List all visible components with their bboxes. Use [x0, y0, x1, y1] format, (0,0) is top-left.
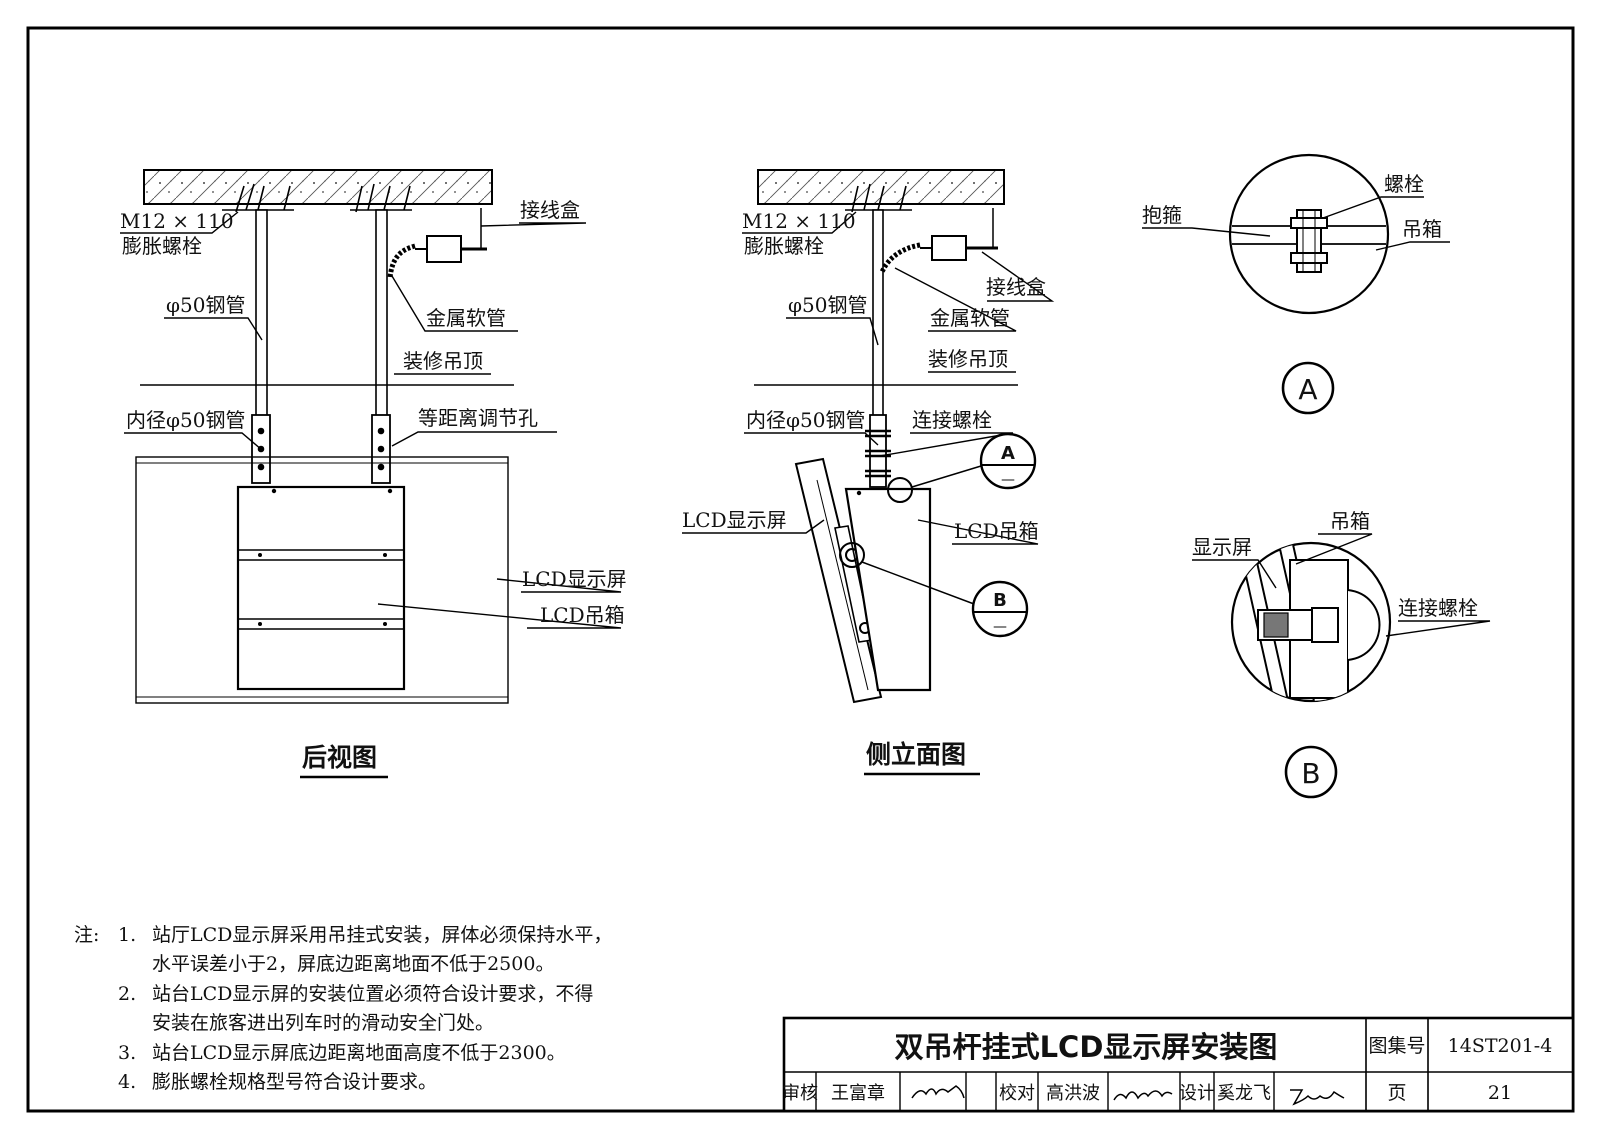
label-bolt-spec-side: M12 × 110	[742, 209, 856, 233]
callout-a: A —	[911, 432, 1037, 490]
junction-box-side	[920, 208, 998, 261]
callout-b-sub: —	[993, 619, 1007, 635]
check-label: 校对	[999, 1083, 1035, 1104]
callout-b: B —	[861, 561, 1029, 638]
callout-a-letter: A	[1001, 443, 1015, 464]
label-lcd-screen-side: LCD显示屏	[682, 508, 787, 532]
label-connect-bolt-side: 连接螺栓	[912, 408, 992, 432]
page-number: 21	[1488, 1082, 1512, 1104]
note-1-num: 1.	[118, 924, 136, 946]
label-junction-box-side: 接线盒	[986, 275, 1046, 299]
detail-a: 螺栓 抱箍 吊箱 A	[1142, 153, 1450, 415]
label-detail-a-bolt: 螺栓	[1384, 172, 1424, 196]
page-label: 页	[1387, 1082, 1406, 1104]
review-signature	[911, 1085, 965, 1099]
title-block: 双吊杆挂式LCD显示屏安装图 图集号 14ST201-4 页 21 审核 王富章…	[782, 1016, 1575, 1113]
atlas-label: 图集号	[1368, 1035, 1425, 1057]
label-bolt-name-side: 膨胀螺栓	[744, 234, 824, 258]
detail-b: 显示屏 吊箱 连接螺栓 B	[1192, 509, 1491, 799]
label-ceiling-rear: 装修吊顶	[403, 349, 483, 373]
inner-sleeve-right	[371, 414, 391, 484]
label-inner-pipe-side: 内径φ50钢管	[746, 408, 865, 432]
note-3-line-1: 站台LCD显示屏底边距离地面高度不低于2300。	[152, 1042, 566, 1064]
side-view: A — B — M12 × 110 膨胀螺栓 接线盒 φ50钢	[682, 169, 1055, 776]
note-4-line-1: 膨胀螺栓规格型号符合设计要求。	[152, 1071, 437, 1093]
rear-view: M12 × 110 膨胀螺栓 接线盒 φ50钢管 金属软管 装修吊顶 内径φ50…	[120, 169, 627, 779]
label-hose-side: 金属软管	[930, 306, 1010, 330]
pipe-side	[872, 209, 884, 421]
label-detail-a-clamp: 抱箍	[1142, 203, 1182, 227]
label-adjust-holes: 等距离调节孔	[418, 406, 538, 430]
note-2-line-1: 站台LCD显示屏的安装位置必须符合设计要求，不得	[152, 983, 593, 1005]
lcd-box-side	[844, 487, 932, 692]
note-1-line-2: 水平误差小于2，屏底边距离地面不低于2500。	[152, 953, 554, 975]
label-detail-b-bolt: 连接螺栓	[1398, 596, 1478, 620]
inner-sleeve-side	[865, 414, 891, 488]
note-4-num: 4.	[118, 1071, 136, 1093]
atlas-number: 14ST201-4	[1448, 1035, 1553, 1057]
metal-hose	[387, 243, 416, 279]
review-label: 审核	[782, 1083, 818, 1104]
label-detail-b-box: 吊箱	[1330, 509, 1370, 533]
label-detail-b-screen: 显示屏	[1192, 535, 1252, 559]
design-signature	[1290, 1089, 1345, 1106]
view-title-side: 侧立面图	[866, 740, 966, 769]
label-pipe-rear: φ50钢管	[166, 293, 245, 317]
detail-b-title: B	[1301, 757, 1320, 790]
notes: 注: 1. 站厅LCD显示屏采用吊挂式安装，屏体必须保持水平， 水平误差小于2，…	[74, 924, 612, 1093]
check-signature	[1113, 1090, 1173, 1101]
label-bolt-name-rear: 膨胀螺栓	[122, 234, 202, 258]
label-detail-a-box: 吊箱	[1402, 217, 1442, 241]
check-name: 高洪波	[1046, 1083, 1100, 1104]
review-name: 王富章	[831, 1083, 885, 1104]
ceiling-slab-side	[757, 169, 1005, 205]
label-lcd-screen-rear: LCD显示屏	[522, 567, 627, 591]
label-ceiling-side: 装修吊顶	[928, 347, 1008, 371]
label-lcd-box-rear: LCD吊箱	[540, 603, 625, 627]
detail-a-title: A	[1298, 373, 1317, 406]
callout-b-letter: B	[993, 590, 1007, 611]
junction-box	[415, 208, 487, 263]
drawing-title: 双吊杆挂式LCD显示屏安装图	[895, 1030, 1278, 1064]
note-3-num: 3.	[118, 1042, 136, 1064]
label-pipe-side: φ50钢管	[788, 293, 867, 317]
label-inner-pipe-rear: 内径φ50钢管	[126, 408, 245, 432]
label-junction-box-rear: 接线盒	[520, 198, 580, 222]
label-lcd-box-side: LCD吊箱	[954, 519, 1039, 543]
note-2-line-2: 安装在旅客进出列车时的滑动安全门处。	[152, 1012, 494, 1034]
design-name: 奚龙飞	[1217, 1083, 1271, 1104]
notes-prefix: 注:	[74, 924, 99, 946]
label-bolt-spec-rear: M12 × 110	[120, 209, 234, 233]
lcd-box-rear	[236, 485, 406, 691]
ceiling-slab	[143, 169, 493, 205]
label-hose-rear: 金属软管	[426, 306, 506, 330]
callout-a-sub: —	[1001, 472, 1015, 488]
note-1-line-1: 站厅LCD显示屏采用吊挂式安装，屏体必须保持水平，	[152, 924, 612, 946]
metal-hose-side	[879, 242, 921, 274]
view-title-rear: 后视图	[302, 743, 377, 772]
design-label: 设计	[1179, 1083, 1215, 1104]
note-2-num: 2.	[118, 983, 136, 1005]
